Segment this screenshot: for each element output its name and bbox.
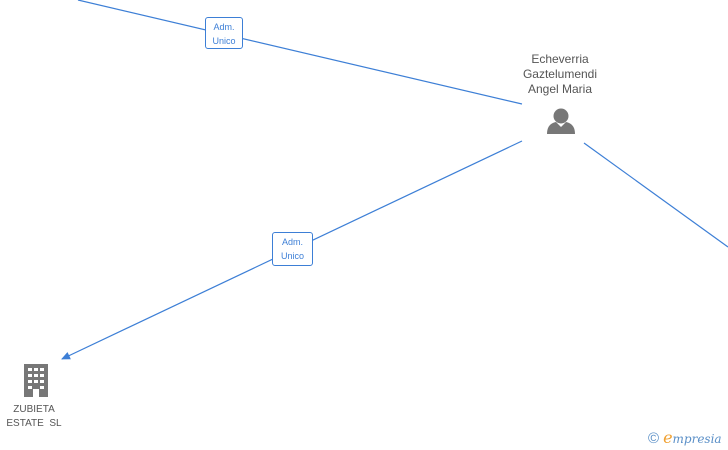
brand-logo-initial: e — [663, 428, 673, 447]
edge-role-badge-top: Adm. Unico — [205, 17, 243, 49]
edge-role-line1: Adm. — [213, 22, 235, 32]
edge-role-line2: Unico — [212, 36, 236, 46]
person-icon[interactable] — [547, 108, 575, 135]
edge-role-line2: Unico — [280, 251, 304, 261]
person-name-line3: Angel Maria — [527, 82, 593, 96]
copyright-brand[interactable]: ©empresia — [648, 428, 722, 447]
person-name-line1: Echeverria — [531, 52, 589, 66]
copyright-icon: © — [648, 430, 660, 447]
building-icon[interactable] — [24, 364, 48, 397]
company-name[interactable]: ZUBIETA ESTATE SL — [0, 403, 68, 431]
edge-role-badge-company: Adm. Unico — [272, 232, 313, 266]
edge-line-top — [77, 0, 523, 105]
person-name-line2: Gaztelumendi — [522, 67, 598, 81]
edge-line-right — [583, 142, 728, 248]
edge-role-line1: Adm. — [281, 237, 303, 247]
company-name-line2: ESTATE SL — [6, 418, 62, 429]
person-name[interactable]: Echeverria Gaztelumendi Angel Maria — [510, 52, 610, 97]
brand-logo-text: mpresia — [672, 432, 722, 446]
company-name-line1: ZUBIETA — [13, 404, 55, 415]
